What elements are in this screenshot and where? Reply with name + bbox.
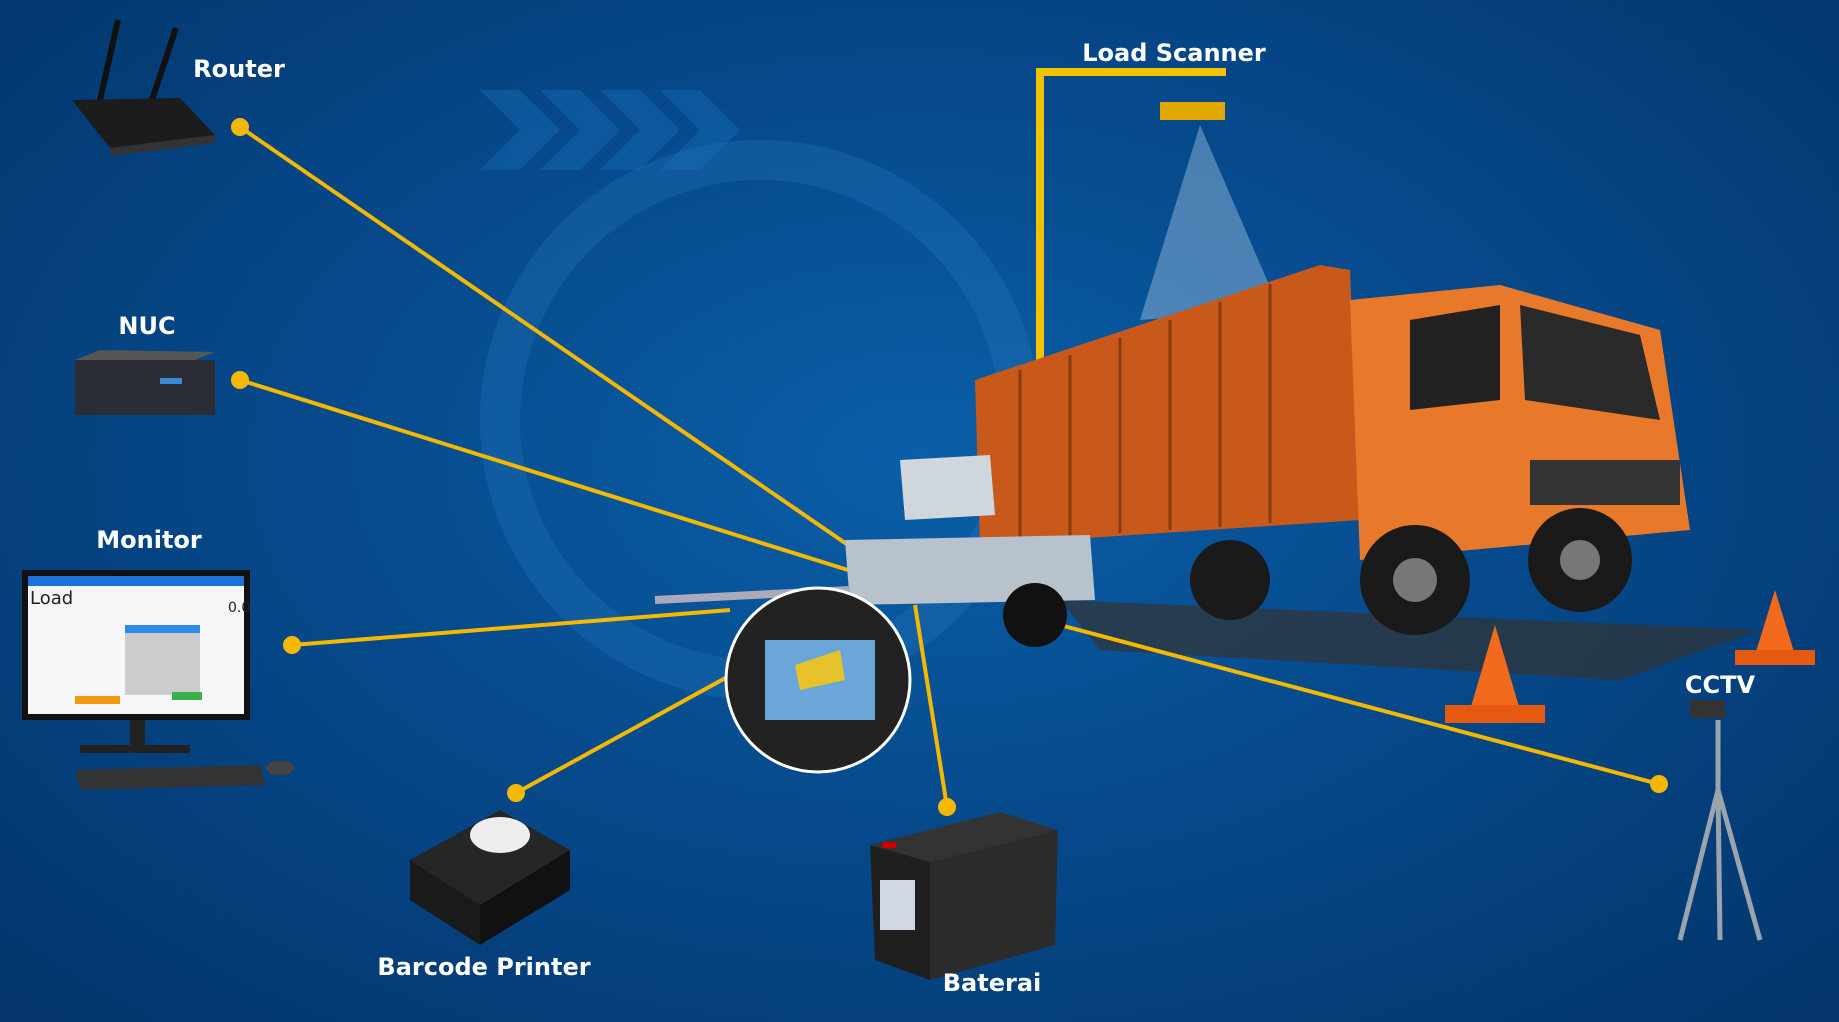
connector-dot-baterai <box>938 798 956 816</box>
barcode-printer-icon <box>410 810 570 945</box>
label-load-scanner: Load Scanner <box>1082 39 1266 67</box>
label-nuc: NUC <box>118 312 176 340</box>
connectors <box>231 118 1668 816</box>
monitor-screen-title: Load <box>30 588 74 609</box>
connector-router <box>238 125 850 547</box>
connector-printer <box>515 668 741 795</box>
cctv-icon <box>1677 700 1763 941</box>
battery-icon <box>870 812 1058 980</box>
connector-dot-nuc <box>231 371 249 389</box>
label-barcode-printer: Barcode Printer <box>377 953 591 981</box>
router-icon <box>72 19 215 156</box>
connector-dot-cctv <box>1650 775 1668 793</box>
label-baterai: Baterai <box>942 969 1042 997</box>
monitor-screen-reading: 0.0 <box>228 600 251 616</box>
trailer-icon <box>654 455 1095 647</box>
connector-baterai <box>913 604 949 808</box>
chevrons-decoration <box>480 90 740 170</box>
connector-nuc <box>239 378 849 572</box>
label-cctv: CCTV <box>1684 671 1756 699</box>
traffic-cone-icon <box>1445 590 1815 723</box>
connector-dot-printer <box>507 784 525 802</box>
connector-dot-monitor <box>283 636 301 654</box>
truck-icon <box>975 265 1690 635</box>
load-scanner-icon <box>1036 68 1280 538</box>
connector-dot-router <box>231 118 249 136</box>
ground-area <box>1060 600 1760 680</box>
monitor-icon <box>22 570 294 790</box>
label-router: Router <box>193 55 285 83</box>
connector-monitor <box>291 608 731 647</box>
label-monitor: Monitor <box>96 526 202 554</box>
nuc-icon <box>75 350 215 415</box>
connector-cctv <box>1059 623 1660 786</box>
screen-closeup-icon <box>724 586 912 774</box>
